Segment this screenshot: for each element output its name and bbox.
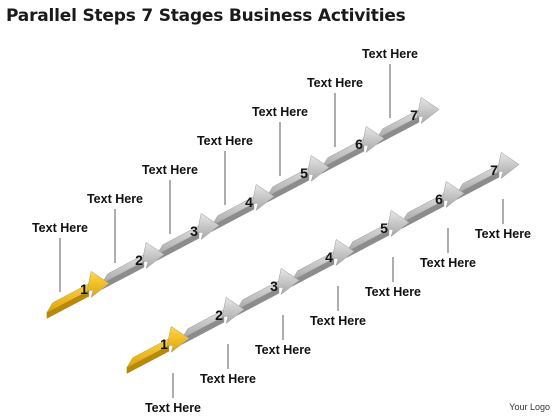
upper-label-1: Text Here bbox=[32, 221, 88, 235]
arrow-segment-2 bbox=[101, 241, 165, 290]
page-title: Parallel Steps 7 Stages Business Activit… bbox=[6, 6, 406, 26]
arrow-segment-5 bbox=[346, 209, 410, 258]
upper-label-3: Text Here bbox=[142, 163, 198, 177]
lower-label-7: Text Here bbox=[475, 227, 531, 241]
arrow-segment-4 bbox=[211, 183, 275, 232]
step-number-6: 6 bbox=[355, 136, 363, 152]
upper-label-6: Text Here bbox=[307, 76, 363, 90]
step-number-5: 5 bbox=[380, 220, 388, 236]
logo-text: Your Logo bbox=[509, 402, 550, 412]
lower-label-1: Text Here bbox=[145, 401, 201, 415]
upper-label-4: Text Here bbox=[197, 134, 253, 148]
lower-label-6: Text Here bbox=[420, 256, 476, 270]
upper-label-7: Text Here bbox=[362, 47, 418, 61]
step-number-2: 2 bbox=[215, 307, 223, 323]
step-number-4: 4 bbox=[245, 194, 253, 210]
lower-label-4: Text Here bbox=[310, 314, 366, 328]
upper-arrow-track: 7 6 5 4 3 2 1 bbox=[46, 96, 440, 319]
arrow-segment-5 bbox=[266, 154, 330, 203]
upper-label-5: Text Here bbox=[252, 105, 308, 119]
step-number-4: 4 bbox=[325, 249, 333, 265]
step-number-7: 7 bbox=[490, 162, 498, 178]
arrow-segment-1 bbox=[46, 270, 110, 319]
step-number-5: 5 bbox=[300, 165, 308, 181]
lower-arrow-track: 7 6 5 4 3 2 1 bbox=[126, 151, 520, 374]
arrow-segment-6 bbox=[401, 180, 465, 229]
arrow-segment-7 bbox=[376, 96, 440, 145]
arrow-segment-3 bbox=[236, 267, 300, 316]
arrow-segment-3 bbox=[156, 212, 220, 261]
step-number-1: 1 bbox=[160, 336, 168, 352]
step-number-3: 3 bbox=[190, 223, 198, 239]
step-number-3: 3 bbox=[270, 278, 278, 294]
lower-label-3: Text Here bbox=[255, 343, 311, 357]
step-number-1: 1 bbox=[80, 281, 88, 297]
lower-label-5: Text Here bbox=[365, 285, 421, 299]
step-number-6: 6 bbox=[435, 191, 443, 207]
upper-label-2: Text Here bbox=[87, 192, 143, 206]
arrow-segment-4 bbox=[291, 238, 355, 287]
arrow-segment-7 bbox=[456, 151, 520, 200]
lower-label-2: Text Here bbox=[200, 372, 256, 386]
step-number-2: 2 bbox=[135, 252, 143, 268]
step-number-7: 7 bbox=[410, 107, 418, 123]
connector-lines bbox=[59, 64, 504, 398]
arrow-segment-2 bbox=[181, 296, 245, 345]
arrow-segment-6 bbox=[321, 125, 385, 174]
arrow-segment-1 bbox=[126, 325, 190, 374]
